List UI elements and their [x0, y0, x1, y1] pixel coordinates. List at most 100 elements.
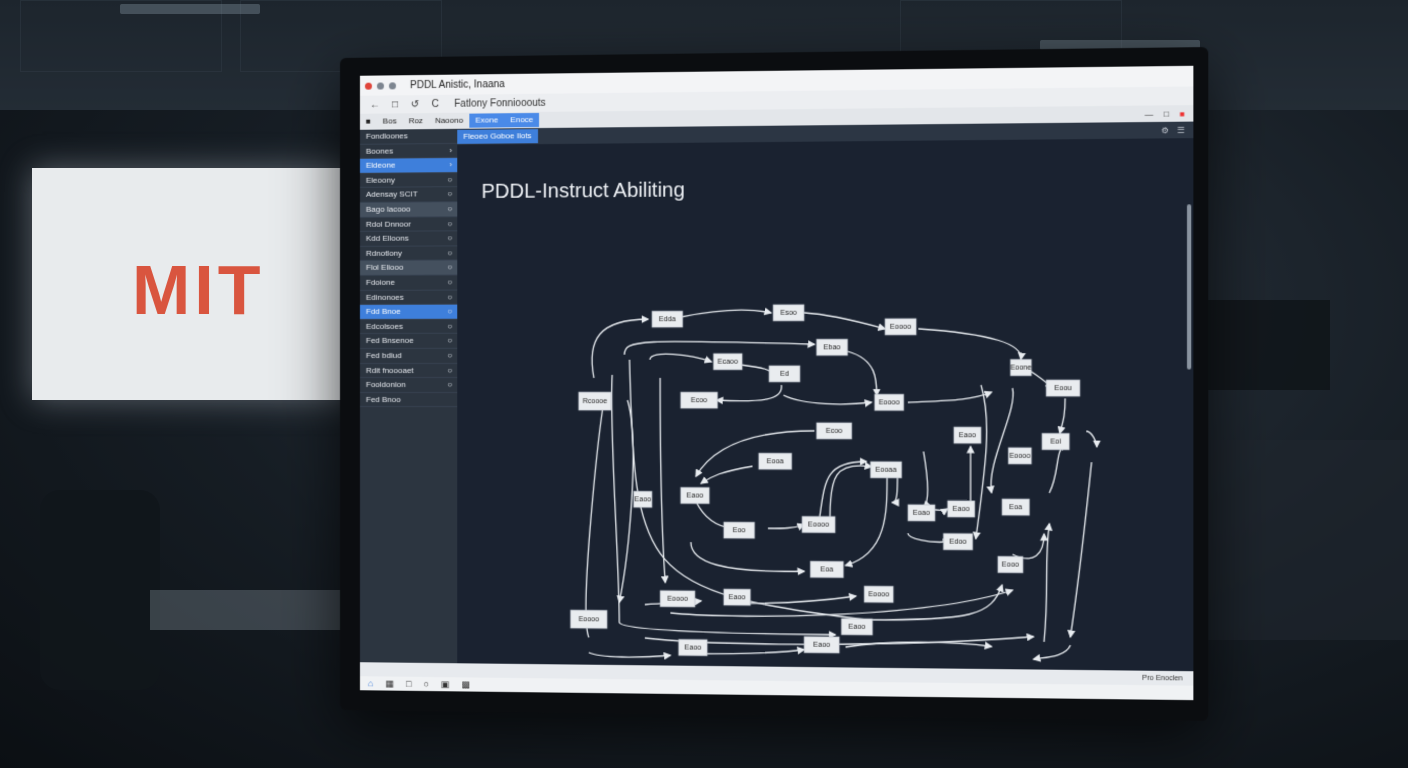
toolbar-item-roz[interactable]: Roz	[408, 116, 423, 126]
refresh-icon[interactable]: ↺	[410, 98, 420, 110]
diagram-node[interactable]: Eoa	[810, 561, 843, 578]
sidebar-item[interactable]: Fed Bnoo	[359, 392, 458, 408]
close-window-icon[interactable]	[364, 82, 372, 90]
sidebar-item[interactable]: Kdd Elloons○	[359, 231, 458, 247]
diagram-node[interactable]: Eoooo	[885, 319, 916, 335]
diagram-node[interactable]: Eaoo	[681, 487, 710, 503]
diagram-node[interactable]: Ebao	[817, 339, 848, 355]
sidebar-item[interactable]: Bago lacooo○	[359, 202, 458, 218]
diagram-node[interactable]: Eoao	[908, 505, 935, 521]
edge	[804, 313, 885, 330]
edge	[691, 542, 804, 571]
reload-icon[interactable]: C	[431, 98, 439, 110]
radio-circle-icon[interactable]: ○	[447, 380, 453, 390]
diagram-node[interactable]: Edoo	[943, 533, 972, 550]
app-icon[interactable]: ▦	[385, 678, 394, 689]
home-icon[interactable]: ⌂	[367, 678, 374, 689]
sidebar-item[interactable]: Edcolsoes○	[359, 319, 458, 335]
sidebar-item[interactable]: Edinonoes○	[359, 290, 458, 306]
chevron-right-icon: ›	[449, 160, 453, 170]
toolbar-item-enoce[interactable]: Enoce	[504, 112, 540, 128]
radio-circle-icon[interactable]: ○	[447, 218, 453, 228]
forward-icon[interactable]: □	[391, 98, 399, 110]
diagram-node[interactable]: Eaoo	[954, 427, 981, 443]
sidebar-item[interactable]: Rdnotlony○	[359, 246, 458, 262]
diagram-node[interactable]: Eaoo	[841, 618, 872, 635]
maximize-window-icon[interactable]	[388, 81, 396, 89]
circle-icon[interactable]: ○	[423, 678, 429, 690]
diagram-node[interactable]: Ecoo	[817, 423, 852, 439]
diagram-node[interactable]: Eaoo	[948, 501, 975, 518]
toolbar-item-bos[interactable]: Bos	[382, 116, 397, 126]
diagram-node[interactable]: Eaoo	[804, 636, 839, 653]
diagram-node[interactable]: Ecoo	[681, 392, 718, 408]
maximize-icon[interactable]: □	[1163, 108, 1170, 119]
sidebar-item[interactable]: Flol Eliooo○	[359, 260, 458, 276]
radio-circle-icon[interactable]: ○	[447, 277, 453, 287]
folder-icon[interactable]: ▣	[440, 678, 450, 689]
radio-circle-icon[interactable]: ○	[447, 306, 453, 316]
diagram-node[interactable]: Eooaa	[870, 462, 901, 478]
diagram-node[interactable]: Rcoooe	[579, 392, 612, 410]
sidebar-item[interactable]: Rdit fnoooaet○	[359, 363, 458, 379]
sidebar-item[interactable]: Rdol Dnnoor○	[359, 216, 458, 233]
radio-circle-icon[interactable]: ○	[447, 336, 453, 346]
diagram-node[interactable]: Eoooo	[1008, 448, 1031, 464]
window-icon[interactable]: □	[405, 678, 412, 689]
edge	[1034, 645, 1071, 660]
sidebar-item[interactable]: Fed bdiud○	[359, 348, 458, 364]
diagram-node[interactable]: Eoooo	[864, 586, 893, 603]
radio-circle-icon[interactable]: ○	[447, 262, 453, 272]
diagram-node[interactable]: Eoone	[1010, 359, 1031, 375]
radio-circle-icon[interactable]: ○	[447, 365, 453, 375]
terminal-icon[interactable]: ▩	[461, 678, 471, 690]
close-icon[interactable]: ■	[1179, 108, 1185, 119]
toolbar-item-naoono[interactable]: Naoono	[434, 115, 464, 126]
diagram-node[interactable]: Eaoo	[724, 589, 751, 605]
diagram-node[interactable]: Edda	[652, 311, 683, 327]
diagram-node[interactable]: Eoi	[1042, 433, 1069, 450]
diagram-node[interactable]: Eaoo	[634, 491, 652, 507]
sidebar-item-active[interactable]: Fdd Bnoe○	[359, 304, 458, 320]
diagram-node[interactable]: Ecaoo	[713, 354, 742, 370]
diagram-node[interactable]: Eooo	[998, 556, 1023, 573]
address-path[interactable]: Fatlony Fonniooouts	[454, 97, 546, 110]
radio-circle-icon[interactable]: ○	[447, 189, 453, 199]
diagram-node[interactable]: Eooa	[759, 453, 792, 469]
radio-circle-icon[interactable]: ○	[447, 321, 453, 331]
radio-circle-icon[interactable]: ○	[447, 204, 453, 214]
svg-text:Ebao: Ebao	[824, 344, 841, 351]
diagram-node[interactable]: Esoo	[773, 305, 804, 321]
sidebar-item[interactable]: Boones›	[359, 143, 458, 160]
sidebar-item[interactable]: Eleoony○	[359, 172, 458, 189]
diagram-node[interactable]: Eoooo	[875, 394, 904, 410]
radio-circle-icon[interactable]: ○	[447, 233, 453, 243]
diagram-node[interactable]: Eaoo	[679, 639, 708, 656]
back-icon[interactable]: ←	[369, 99, 380, 111]
sidebar-item-active[interactable]: Eldeone›	[359, 158, 458, 174]
minimize-window-icon[interactable]	[376, 81, 384, 90]
diagram-node[interactable]: Eoooo	[570, 610, 607, 629]
vertical-scrollbar[interactable]	[1186, 204, 1192, 370]
sidebar-item[interactable]: Fed Bnsenoe○	[359, 334, 458, 349]
diagram-node[interactable]: Ed	[769, 366, 800, 382]
svg-text:Rcoooe: Rcoooe	[583, 398, 608, 405]
radio-circle-icon[interactable]: ○	[447, 292, 453, 302]
diagram-node[interactable]: Eoa	[1002, 499, 1029, 516]
radio-circle-icon[interactable]: ○	[447, 248, 453, 258]
toolbar-square-icon[interactable]: ■	[365, 116, 371, 126]
sidebar-item[interactable]: Fooldonion○	[359, 378, 458, 393]
minimize-icon[interactable]: —	[1144, 109, 1154, 119]
diagram-node[interactable]: Eoo	[724, 522, 755, 538]
sidebar-item[interactable]: Adensay SCIT○	[359, 187, 458, 203]
diagram-node[interactable]: Eoooo	[660, 591, 695, 607]
diagram-node[interactable]: Eoooo	[802, 516, 835, 532]
diagram-node[interactable]: Eoou	[1046, 380, 1080, 396]
radio-circle-icon[interactable]: ○	[447, 350, 453, 360]
radio-circle-icon[interactable]: ○	[447, 174, 453, 184]
sidebar-item-label: Fdoione	[365, 277, 395, 287]
sidebar-item[interactable]: Fdoione ○	[359, 275, 458, 291]
toolbar-item-exone[interactable]: Exone	[469, 113, 505, 128]
sidebar-item-label: Fondloones	[365, 131, 408, 141]
sidebar-item[interactable]: Fondloones	[359, 128, 458, 145]
